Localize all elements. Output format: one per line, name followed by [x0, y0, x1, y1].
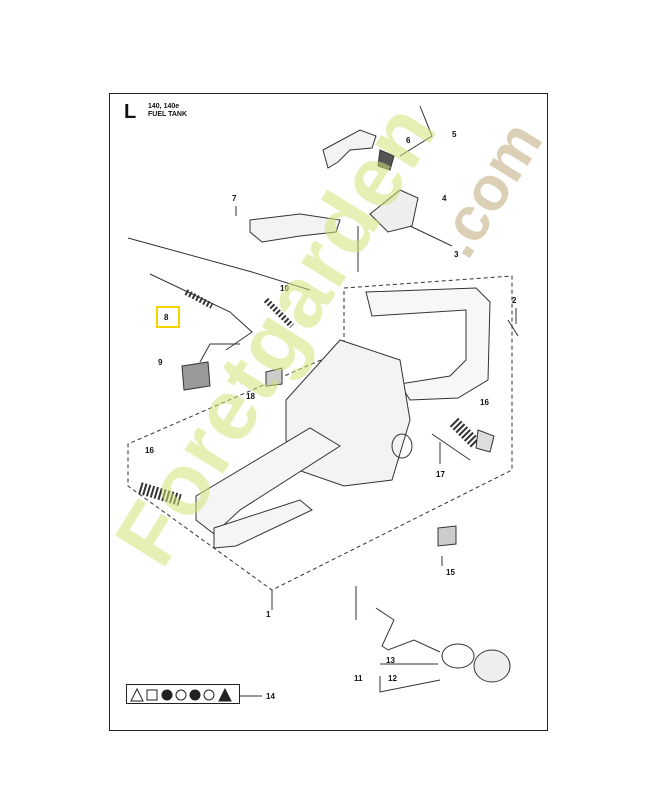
- callout-15: 15: [446, 568, 455, 577]
- fuel-warning-icon: [218, 687, 232, 702]
- assembly-dashed-box: [127, 275, 513, 591]
- leader-lines: [235, 206, 517, 697]
- callout-4: 4: [442, 194, 447, 203]
- callout-1: 1: [266, 610, 271, 619]
- callout-11: 11: [354, 674, 363, 683]
- callout-5: 5: [452, 130, 457, 139]
- warning-decal-strip: [126, 684, 240, 704]
- fuel-hose: [149, 273, 253, 351]
- bushing-15: [437, 525, 457, 547]
- callout-2: 2: [512, 296, 517, 305]
- spring-part: [377, 149, 395, 171]
- highlighted-callout-8: 8: [156, 306, 180, 328]
- tank-base-rail: [195, 427, 341, 535]
- av-spring-right-cap: [475, 429, 495, 453]
- callout-14: 14: [266, 692, 275, 701]
- av-spring-right: [449, 417, 481, 449]
- tank-lower-rail: [213, 499, 313, 549]
- no-smoking-icon: [203, 689, 215, 701]
- callout-7: 7: [232, 194, 237, 203]
- throttle-lockout-part: [369, 189, 419, 233]
- spring-coil-8: [184, 289, 214, 309]
- tank-opening: [391, 433, 413, 459]
- gloves-icon: [189, 689, 201, 701]
- callout-13: 13: [386, 656, 395, 665]
- wire-line: [399, 105, 433, 157]
- long-rod: [127, 237, 311, 291]
- callout-12: 12: [388, 674, 397, 683]
- lever-part: [249, 213, 341, 243]
- hearing-protection-icon: [161, 689, 173, 701]
- warning-triangle-icon: [130, 687, 144, 702]
- callout-8: 8: [164, 313, 169, 322]
- warning-symbols: [130, 687, 232, 702]
- diagram-title: FUEL TANK: [148, 111, 188, 118]
- fuel-filter: [181, 361, 211, 391]
- bolt-17: [431, 433, 471, 461]
- callout-17: 17: [436, 470, 445, 479]
- eye-protection-icon: [175, 689, 187, 701]
- manual-book-icon: [146, 689, 158, 701]
- model-label: 140, 140e: [148, 103, 180, 110]
- screw-2: [507, 319, 519, 337]
- callout-9: 9: [158, 358, 163, 367]
- cap-retainer: [375, 607, 441, 653]
- callout-6: 6: [406, 136, 411, 145]
- fuel-filter-hose: [199, 343, 240, 363]
- callout-16-right: 16: [480, 398, 489, 407]
- bushing-18: [265, 367, 283, 387]
- throttle-rod: [409, 225, 453, 247]
- callout-10: 10: [280, 284, 289, 293]
- av-spring-left: [138, 482, 182, 506]
- diagram-frame: [109, 93, 548, 731]
- callout-16-left: 16: [145, 446, 154, 455]
- section-letter: L: [124, 101, 137, 123]
- fuel-cap: [473, 649, 511, 683]
- throttle-trigger-part: [322, 129, 377, 169]
- callout-18: 18: [246, 392, 255, 401]
- cap-seal: [441, 643, 475, 669]
- callout-3: 3: [454, 250, 459, 259]
